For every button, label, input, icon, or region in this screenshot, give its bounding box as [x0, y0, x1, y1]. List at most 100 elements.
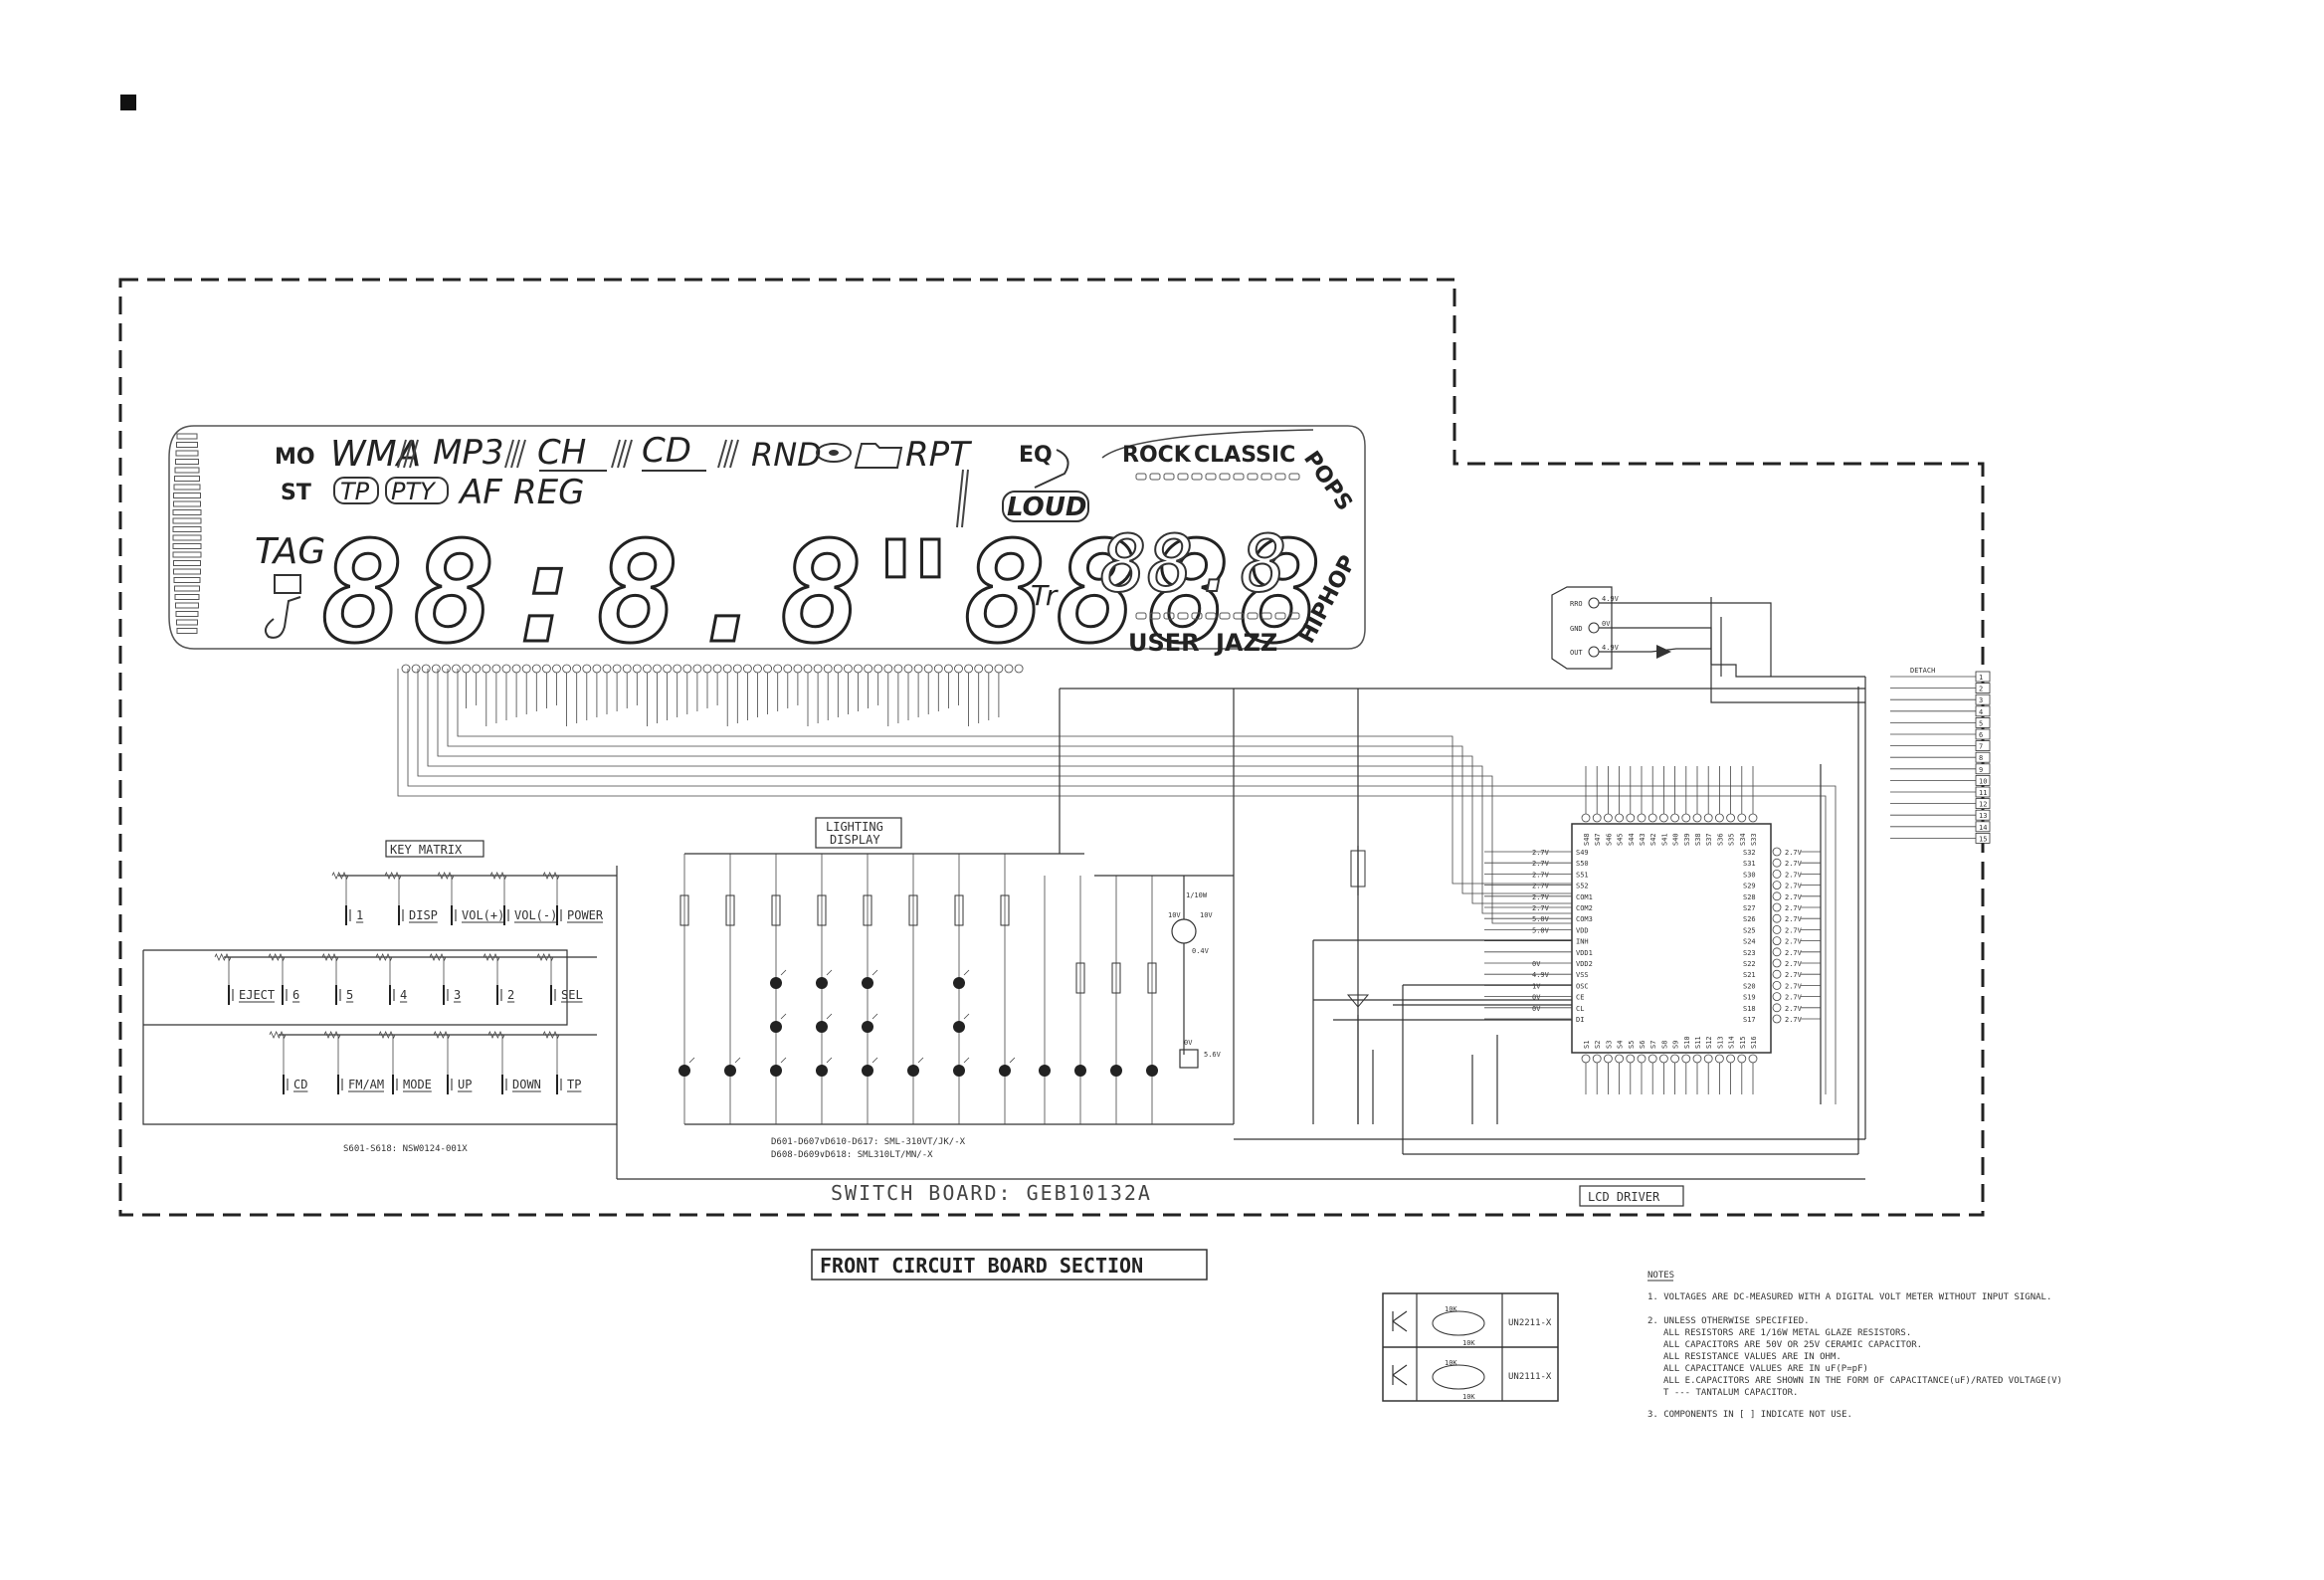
lcd-pin [833, 664, 843, 674]
svg-text:PTY: PTY [391, 478, 437, 505]
lcd-pin [643, 664, 652, 674]
led-ray [826, 1057, 833, 1064]
ic-bottom-pin-name: S10 [1683, 1036, 1691, 1049]
eq-bar-top [1135, 473, 1147, 481]
lcd-pin [673, 664, 682, 674]
ic-right-pin [1772, 925, 1782, 934]
ic-bottom-pin-name: S11 [1694, 1036, 1702, 1049]
ic-left-volt: 1V [1532, 982, 1541, 990]
lcd-pin [964, 664, 973, 674]
lcd-pin [1014, 664, 1024, 674]
ic-bottom-pin-name: S1 [1583, 1041, 1591, 1049]
ic-right-pin-name: S26 [1743, 915, 1756, 923]
ic-top-pin-name: S48 [1583, 833, 1591, 846]
connector-pin-number: 2 [1979, 686, 1983, 693]
level-bar [172, 509, 202, 515]
ic-right-pin [1772, 958, 1782, 968]
ic-right-volt: 2.7V [1785, 849, 1803, 857]
lcd-pin [944, 664, 953, 674]
notes-heading: NOTES [1647, 1271, 1674, 1281]
lcd-pin [511, 664, 521, 674]
ic-right-volt: 2.7V [1785, 982, 1803, 990]
ic-left-volt: 2.7V [1532, 860, 1550, 868]
ic-top-pin [1647, 813, 1657, 823]
volt-2: 10V [1200, 911, 1213, 919]
level-bar [174, 585, 200, 592]
lcd-pin [773, 664, 783, 674]
lcd-pin [663, 664, 672, 674]
lighting-title-1: LIGHTING [826, 820, 883, 834]
lcd-rpt: RPT [905, 435, 972, 475]
ic-right-volt: 2.7V [1785, 994, 1803, 1002]
ic-top-pin [1748, 813, 1758, 823]
lcd-pin [903, 664, 913, 674]
lcd-pin [572, 664, 582, 674]
eq-bar-top [1233, 473, 1245, 481]
lcd-pin [913, 664, 923, 674]
ic-left-pin-name: S51 [1576, 871, 1589, 879]
connector-pin-number: 6 [1979, 731, 1983, 739]
led-ray [780, 1013, 787, 1020]
ic-bottom-pin [1748, 1054, 1758, 1064]
note-2b: ALL CAPACITORS ARE 50V OR 25V CERAMIC CA… [1663, 1340, 1922, 1350]
level-bar [173, 577, 201, 583]
lcd-st: ST [281, 481, 311, 505]
level-bar [173, 500, 201, 507]
led [862, 1065, 873, 1077]
connector-pin-number: 8 [1979, 754, 1983, 762]
remote-volt-1: 4.9V [1602, 595, 1620, 603]
key-label-vol-: VOL(-) [514, 908, 557, 922]
ic-right-pin-name: S32 [1743, 849, 1756, 857]
ic-top-pin-name: S45 [1617, 833, 1625, 846]
detach-label: DETACH [1910, 667, 1935, 675]
ic-left-pin-name: VDD1 [1576, 949, 1593, 957]
led-note-1: D601-D607∨D610-D617: SML-310VT/JK/-X [771, 1137, 966, 1147]
eq-bar-bottom [1177, 612, 1189, 620]
ic-top-pin [1615, 813, 1624, 823]
level-bar [176, 442, 198, 448]
section-title-box [811, 1249, 1208, 1281]
lcd-pin [1004, 664, 1014, 674]
eq-user: USER [1128, 629, 1200, 657]
eq-bar-top [1247, 473, 1259, 481]
ic-right-pin [1772, 936, 1782, 945]
lcd-display: MO ST WMA MP3 CH CD RND RPT TP [168, 425, 1366, 677]
lcd-pin [823, 664, 833, 674]
eq-bar-bottom [1288, 612, 1300, 620]
level-bar [173, 560, 201, 566]
ic-right-pin-name: S17 [1743, 1016, 1756, 1024]
ic-top-pin [1659, 813, 1668, 823]
lcd-pin [653, 664, 662, 674]
resistor [1000, 894, 1010, 926]
led-ray [780, 1057, 787, 1064]
lcd-pin [974, 664, 984, 674]
transistor-symbol-1 [1392, 1310, 1408, 1332]
ic-top-pin [1581, 813, 1591, 823]
lcd-pin [401, 664, 411, 674]
ic-top-pin-name: S46 [1605, 833, 1613, 846]
ic-bottom-pin [1615, 1054, 1624, 1064]
ic-right-pin [1772, 847, 1782, 857]
led-ray [1009, 1057, 1016, 1064]
led [1110, 1065, 1122, 1077]
eq-bar-bottom [1233, 612, 1245, 620]
connector-pin-number: 3 [1979, 696, 1983, 704]
ic-right-volt: 2.7V [1785, 938, 1803, 946]
level-bar [174, 467, 200, 474]
ic-top-pin-name: S40 [1672, 833, 1680, 846]
resistor [1147, 962, 1157, 994]
resistor [954, 894, 964, 926]
lighting-display: LIGHTING DISPLAY 1/10W 10V 10V 0.4V 0V 5… [678, 817, 1235, 1160]
lcd-tr: Tr [1031, 579, 1059, 612]
led-ray [688, 1057, 695, 1064]
remote-volt-2: 0V [1602, 620, 1611, 628]
level-bar [172, 534, 202, 541]
led [907, 1065, 919, 1077]
tr2-part: UN2111-X [1508, 1372, 1552, 1382]
led [862, 977, 873, 989]
connector-pin-number: 10 [1979, 777, 1987, 785]
ic-left-pin-name: CE [1576, 994, 1584, 1002]
